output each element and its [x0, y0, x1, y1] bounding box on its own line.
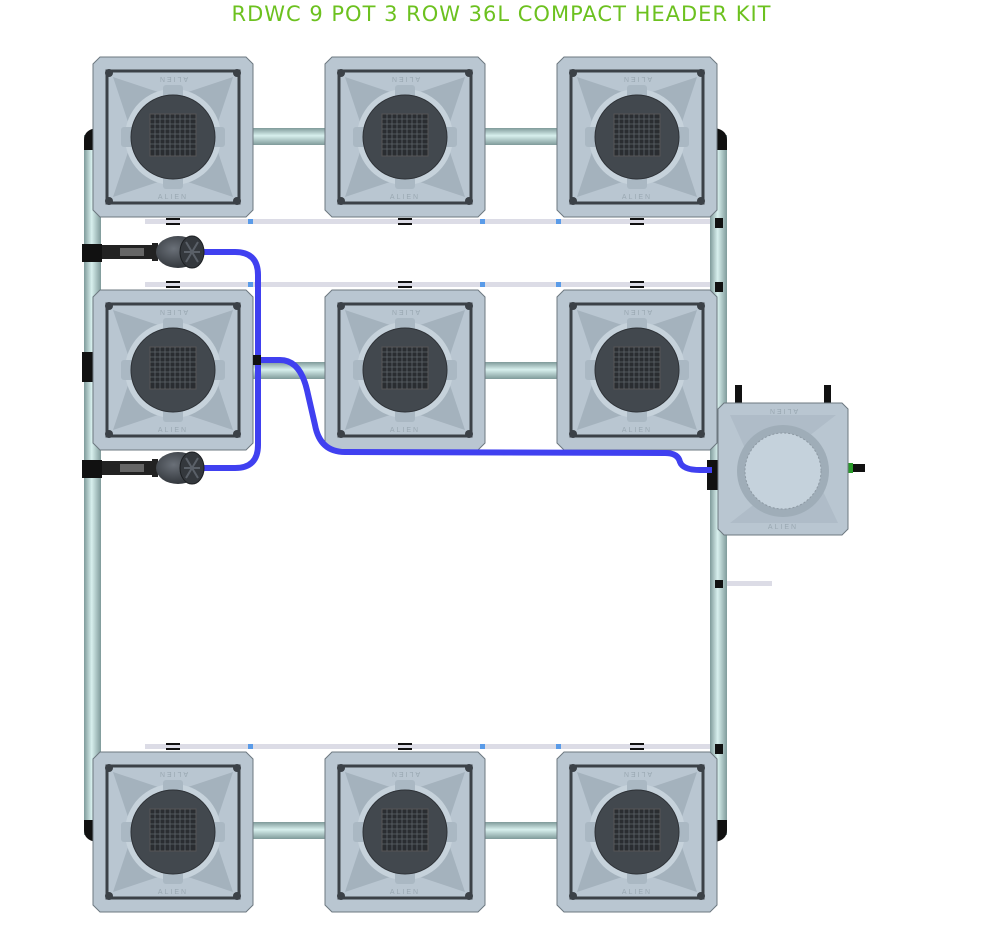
brand-logo: ALIEN [390, 75, 420, 82]
brand-logo: ALIEN [768, 407, 798, 414]
pot-middle-1[interactable]: ALIEN ALIEN [92, 289, 254, 451]
brand-logo: ALIEN [390, 770, 420, 777]
brand-logo: ALIEN [768, 524, 798, 531]
brand-logo: ALIEN [390, 194, 420, 201]
brand-logo: ALIEN [622, 308, 652, 315]
support-rails [145, 218, 772, 750]
net-pot-basket [381, 113, 429, 157]
brand-logo: ALIEN [622, 770, 652, 777]
net-pot-basket [381, 346, 429, 390]
pot-bottom-2[interactable]: ALIEN ALIEN [324, 751, 486, 913]
feed-hose [258, 357, 712, 473]
brand-logo: ALIEN [158, 308, 188, 315]
diagram-title: RDWC 9 POT 3 ROW 36L COMPACT HEADER KIT [231, 2, 772, 26]
net-pot-basket [613, 346, 661, 390]
pot-top-1[interactable]: ALIEN ALIEN [92, 56, 254, 218]
brand-logo: ALIEN [622, 889, 652, 896]
pot-top-3[interactable]: ALIEN ALIEN [556, 56, 718, 218]
pot-top-2[interactable]: ALIEN ALIEN [324, 56, 486, 218]
left-return-pipe [84, 135, 101, 835]
pot-bottom-3[interactable]: ALIEN ALIEN [556, 751, 718, 913]
brand-logo: ALIEN [622, 75, 652, 82]
brand-logo: ALIEN [390, 427, 420, 434]
brand-logo: ALIEN [158, 770, 188, 777]
brand-logo: ALIEN [390, 889, 420, 896]
brand-logo: ALIEN [622, 427, 652, 434]
net-pot-basket [381, 808, 429, 852]
brand-logo: ALIEN [158, 427, 188, 434]
pot-middle-2[interactable]: ALIEN ALIEN [324, 289, 486, 451]
net-pot-basket [149, 113, 197, 157]
brand-logo: ALIEN [390, 308, 420, 315]
pot-middle-3[interactable]: ALIEN ALIEN [556, 289, 718, 451]
net-pot-basket [149, 808, 197, 852]
control-bucket-lid [744, 432, 822, 510]
net-pot-basket [613, 808, 661, 852]
pot-bottom-1[interactable]: ALIEN ALIEN [92, 751, 254, 913]
brand-logo: ALIEN [622, 194, 652, 201]
pump-upper[interactable] [102, 235, 205, 269]
brand-logo: ALIEN [158, 194, 188, 201]
net-pot-basket [149, 346, 197, 390]
control-bucket[interactable]: ALIEN ALIEN [717, 385, 865, 536]
pump-lower[interactable] [102, 451, 205, 485]
brand-logo: ALIEN [158, 75, 188, 82]
brand-logo: ALIEN [158, 889, 188, 896]
header-pipes [82, 128, 727, 842]
net-pot-basket [613, 113, 661, 157]
pots: ALIEN ALIEN ALIEN ALIEN ALIEN ALIEN ALIE… [92, 56, 718, 913]
